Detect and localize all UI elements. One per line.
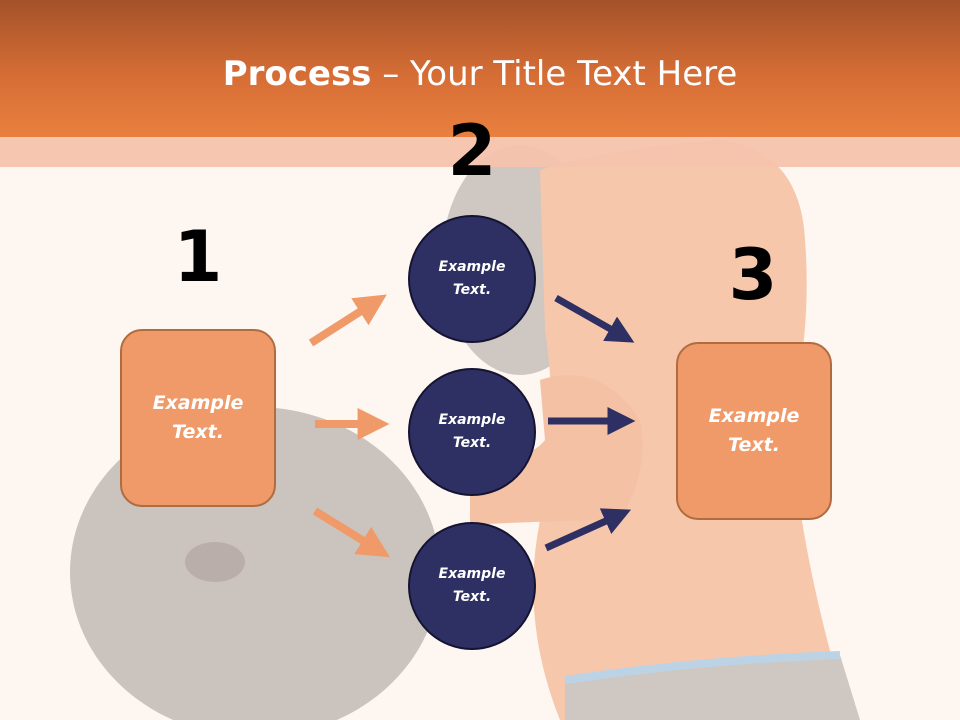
middle-node-label: Example Text. <box>438 259 506 298</box>
middle-node-label: Example Text. <box>438 566 506 605</box>
arrow-1-to-bottom <box>312 507 390 558</box>
step-number-2: 2 <box>447 110 497 192</box>
middle-node-label: Example Text. <box>438 412 506 451</box>
source-box: Example Text. <box>120 329 276 507</box>
target-box-label: Example Text. <box>708 405 800 456</box>
title-bold: Process <box>222 54 372 94</box>
arrow-top-to-3 <box>554 294 635 343</box>
slide-title: Process – Your Title Text Here <box>0 52 960 96</box>
source-box-label: Example Text. <box>152 392 244 443</box>
middle-node-top: Example Text. <box>408 215 536 343</box>
middle-node-bottom: Example Text. <box>408 522 536 650</box>
title-rest: – Your Title Text Here <box>371 54 738 94</box>
target-box: Example Text. <box>676 342 832 520</box>
title-bar-band <box>0 137 960 167</box>
middle-node-middle: Example Text. <box>408 368 536 496</box>
arrow-1-to-top <box>308 294 387 347</box>
title-bar <box>0 0 960 137</box>
step-number-1: 1 <box>173 216 223 298</box>
arrow-bottom-to-3 <box>544 508 632 552</box>
step-number-3: 3 <box>728 234 778 316</box>
